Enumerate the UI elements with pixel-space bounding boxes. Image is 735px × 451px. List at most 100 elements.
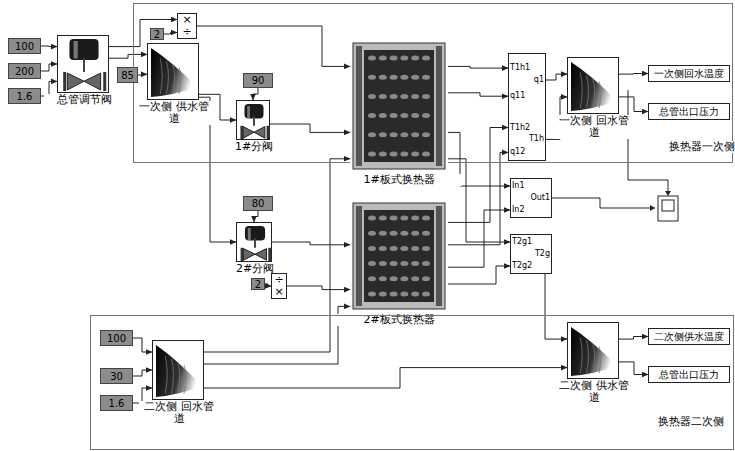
out-block: 二次侧供水温度 [648,328,730,345]
prod-block: ÷× [271,273,287,299]
port-name: In1 [512,182,525,191]
pipe-icon [148,44,200,101]
signal-line [272,242,350,245]
signal-wire [552,198,655,208]
port-name: q11 [510,92,525,101]
const-block: 90 [243,73,273,88]
block-label: 90 [252,75,265,86]
signal-line [270,124,350,132]
block-label: 总管调节阀 [44,94,124,106]
port-name: T2g1 [512,238,532,247]
valve-icon [237,101,271,141]
block-label: 一次侧回水温度 [654,68,724,79]
block-label: 总管出口压力 [659,106,719,117]
hx-block: 1#板式换热器 [350,40,448,172]
ports-block: In1Out1In2 [510,178,552,218]
const-block: 1.6 [8,88,41,104]
block-label: 80 [252,198,265,209]
signal-line [448,93,508,96]
ports-block: T1h1q11T1h2q12q1T1h [508,53,546,161]
block-label: 100 [15,41,34,52]
block-label: 30 [110,371,123,382]
signal-line [448,159,510,242]
pipe-block: 二次侧 供水管道 [567,322,619,379]
signal-line [138,74,147,76]
port-name: In2 [512,206,525,215]
out-block: 总管出口压力 [648,366,730,383]
port-name: q1 [534,76,544,85]
signal-line [448,266,510,284]
block-label: 二次侧供水温度 [654,331,724,342]
prod-block: ×÷ [177,13,197,39]
valve-icon [58,36,110,94]
block-label: 200 [15,66,34,77]
block-label: 二次侧 供水管道 [554,380,634,404]
block-label: ÷ [274,274,283,286]
signal-line [448,66,508,68]
block-label: × [182,14,191,26]
valve-icon [237,223,273,263]
block-label: 2 [154,29,160,40]
block-label: × [274,286,283,298]
signal-line [41,46,57,48]
signal-line [109,54,147,58]
const-block: 2 [150,28,164,40]
const-block: 200 [8,63,41,79]
ports-block: T2g1T2gT2g2 [510,234,552,274]
signal-line [448,152,508,244]
const-block: 80 [243,196,273,211]
signal-line [448,210,510,267]
signal-line [619,97,648,112]
const-block: 100 [100,330,133,346]
block-label: ÷ [182,26,191,38]
block-label: 1.6 [17,91,33,102]
block-label: 2 [255,279,261,290]
scope-screen [662,200,674,211]
const-block: 30 [100,368,133,384]
signal-line [619,73,648,75]
port-name: T2g2 [512,262,532,271]
pipe-icon [568,58,620,115]
block-label: 二次侧 回水管道 [139,401,219,425]
signal-line [619,362,648,375]
pipe-block: 一次侧 供水管道 [147,43,199,100]
block-label: 1#分阀 [223,141,285,153]
const-block: 1.6 [100,395,133,411]
pipe-icon [568,323,620,380]
out-block: 总管出口压力 [648,103,730,120]
signal-line [133,338,152,352]
hx-block: 2#板式换热器 [350,200,448,312]
pipe-block: 一次侧 回水管道 [567,57,619,114]
signal-line [204,159,350,352]
signal-line [253,88,258,100]
block-label: 1#板式换热器 [336,174,462,186]
arrow-head [650,205,655,211]
signal-line [197,26,350,66]
const-block: 85 [117,67,138,83]
port-name: Out1 [530,194,550,203]
signal-line [41,64,57,71]
arrow-head [665,191,671,196]
block-label: 100 [107,333,126,344]
valve-block: 1#分阀 [236,100,270,140]
signal-line [254,211,258,222]
signal-line [546,74,567,80]
region-label: 换热器一次侧 [669,141,735,153]
block-label: 总管出口压力 [659,369,719,380]
hx-icon [350,200,448,312]
signal-line [133,370,152,376]
port-name: q12 [510,148,525,157]
hx-icon [350,40,448,172]
signal-line [619,337,648,340]
pipe-icon [153,341,205,401]
scope-symbol [658,196,678,221]
pipe-block: 二次侧 回水管道 [152,340,204,400]
signal-line [204,368,567,388]
block-label: 1.6 [109,398,125,409]
block-label: 一次侧 回水管道 [554,115,634,139]
signal-line [164,33,177,35]
out-block: 一次侧回水温度 [648,65,730,82]
signal-line [287,286,350,290]
valve-block: 总管调节阀 [57,35,109,93]
